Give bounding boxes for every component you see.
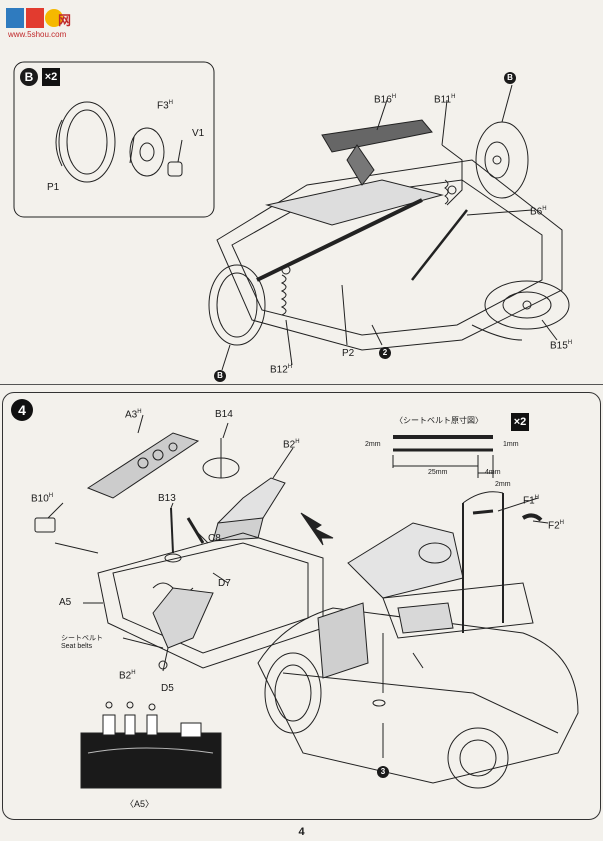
section-divider bbox=[0, 384, 603, 385]
seatbelt-label-jp: シートベルト bbox=[61, 635, 103, 642]
part-label-f3: F3H bbox=[157, 100, 174, 112]
dim-2mm-bottom: 2mm bbox=[495, 481, 511, 488]
part-label-b10: B10H bbox=[31, 493, 54, 505]
step-b-multiplier: ×2 bbox=[42, 68, 60, 86]
b-marker-top: B bbox=[504, 72, 516, 84]
part-label-a3: A3H bbox=[125, 409, 142, 421]
dim-25mm: 25mm bbox=[428, 469, 448, 476]
interior-assembly-drawing bbox=[34, 414, 579, 789]
part-label-d7: D7 bbox=[218, 578, 231, 589]
dim-1mm-right: 1mm bbox=[503, 441, 519, 448]
part-label-b15: B15H bbox=[550, 340, 573, 352]
seatbelt-label-en: Seat belts bbox=[61, 643, 93, 650]
dim-2mm-left: 2mm bbox=[365, 441, 381, 448]
part-label-a5: A5 bbox=[59, 597, 72, 608]
seatbelt-chart-multiplier: ×2 bbox=[511, 413, 529, 431]
part-label-b13: B13 bbox=[158, 493, 176, 504]
watermark-brand: 网 bbox=[58, 13, 72, 28]
step-4-section: 4 A3H B14 B2H B10H B13 C8 D7 A5 シートベルト S… bbox=[2, 392, 601, 820]
part-label-p1: P1 bbox=[47, 182, 60, 193]
part-label-b11: B11H bbox=[434, 94, 456, 106]
a5-detail-caption: 〈A5〉 bbox=[125, 799, 155, 809]
part-label-b6: B6H bbox=[530, 206, 547, 218]
part-label-c8: C8 bbox=[208, 533, 221, 544]
seatbelt-chart-title: 〈シートベルト原寸図〉 bbox=[395, 416, 483, 425]
step-4-badge: 4 bbox=[11, 399, 33, 421]
dim-4mm: 4mm bbox=[485, 469, 501, 476]
part-label-f2: F2H bbox=[548, 520, 565, 532]
rear-suspension-drawing bbox=[13, 61, 570, 371]
part-label-b2-bottom: B2H bbox=[119, 670, 136, 682]
top-assembly-section: B ×2 F3H V1 P1 B B16H B11H B6H B15H B12H… bbox=[2, 40, 601, 382]
watermark-url: www.5shou.com bbox=[8, 30, 67, 39]
watermark-logo: 网 bbox=[4, 4, 74, 34]
part-label-p2: P2 bbox=[342, 348, 355, 359]
part-label-b12: B12H bbox=[270, 364, 293, 376]
assembly-marker-3: 3 bbox=[377, 766, 389, 778]
assembly-marker-2: 2 bbox=[379, 347, 391, 359]
page-number: 4 bbox=[298, 826, 305, 838]
part-label-b2-top: B2H bbox=[283, 439, 300, 451]
step-b-badge: B bbox=[20, 68, 38, 86]
part-label-f1: F1H bbox=[523, 495, 540, 507]
part-label-b16: B16H bbox=[374, 94, 397, 106]
part-label-b14: B14 bbox=[215, 409, 233, 420]
part-label-v1: V1 bbox=[192, 128, 205, 139]
watermark-icon bbox=[6, 8, 63, 28]
b-marker-bottom: B bbox=[214, 370, 226, 382]
part-label-d5: D5 bbox=[161, 683, 174, 694]
